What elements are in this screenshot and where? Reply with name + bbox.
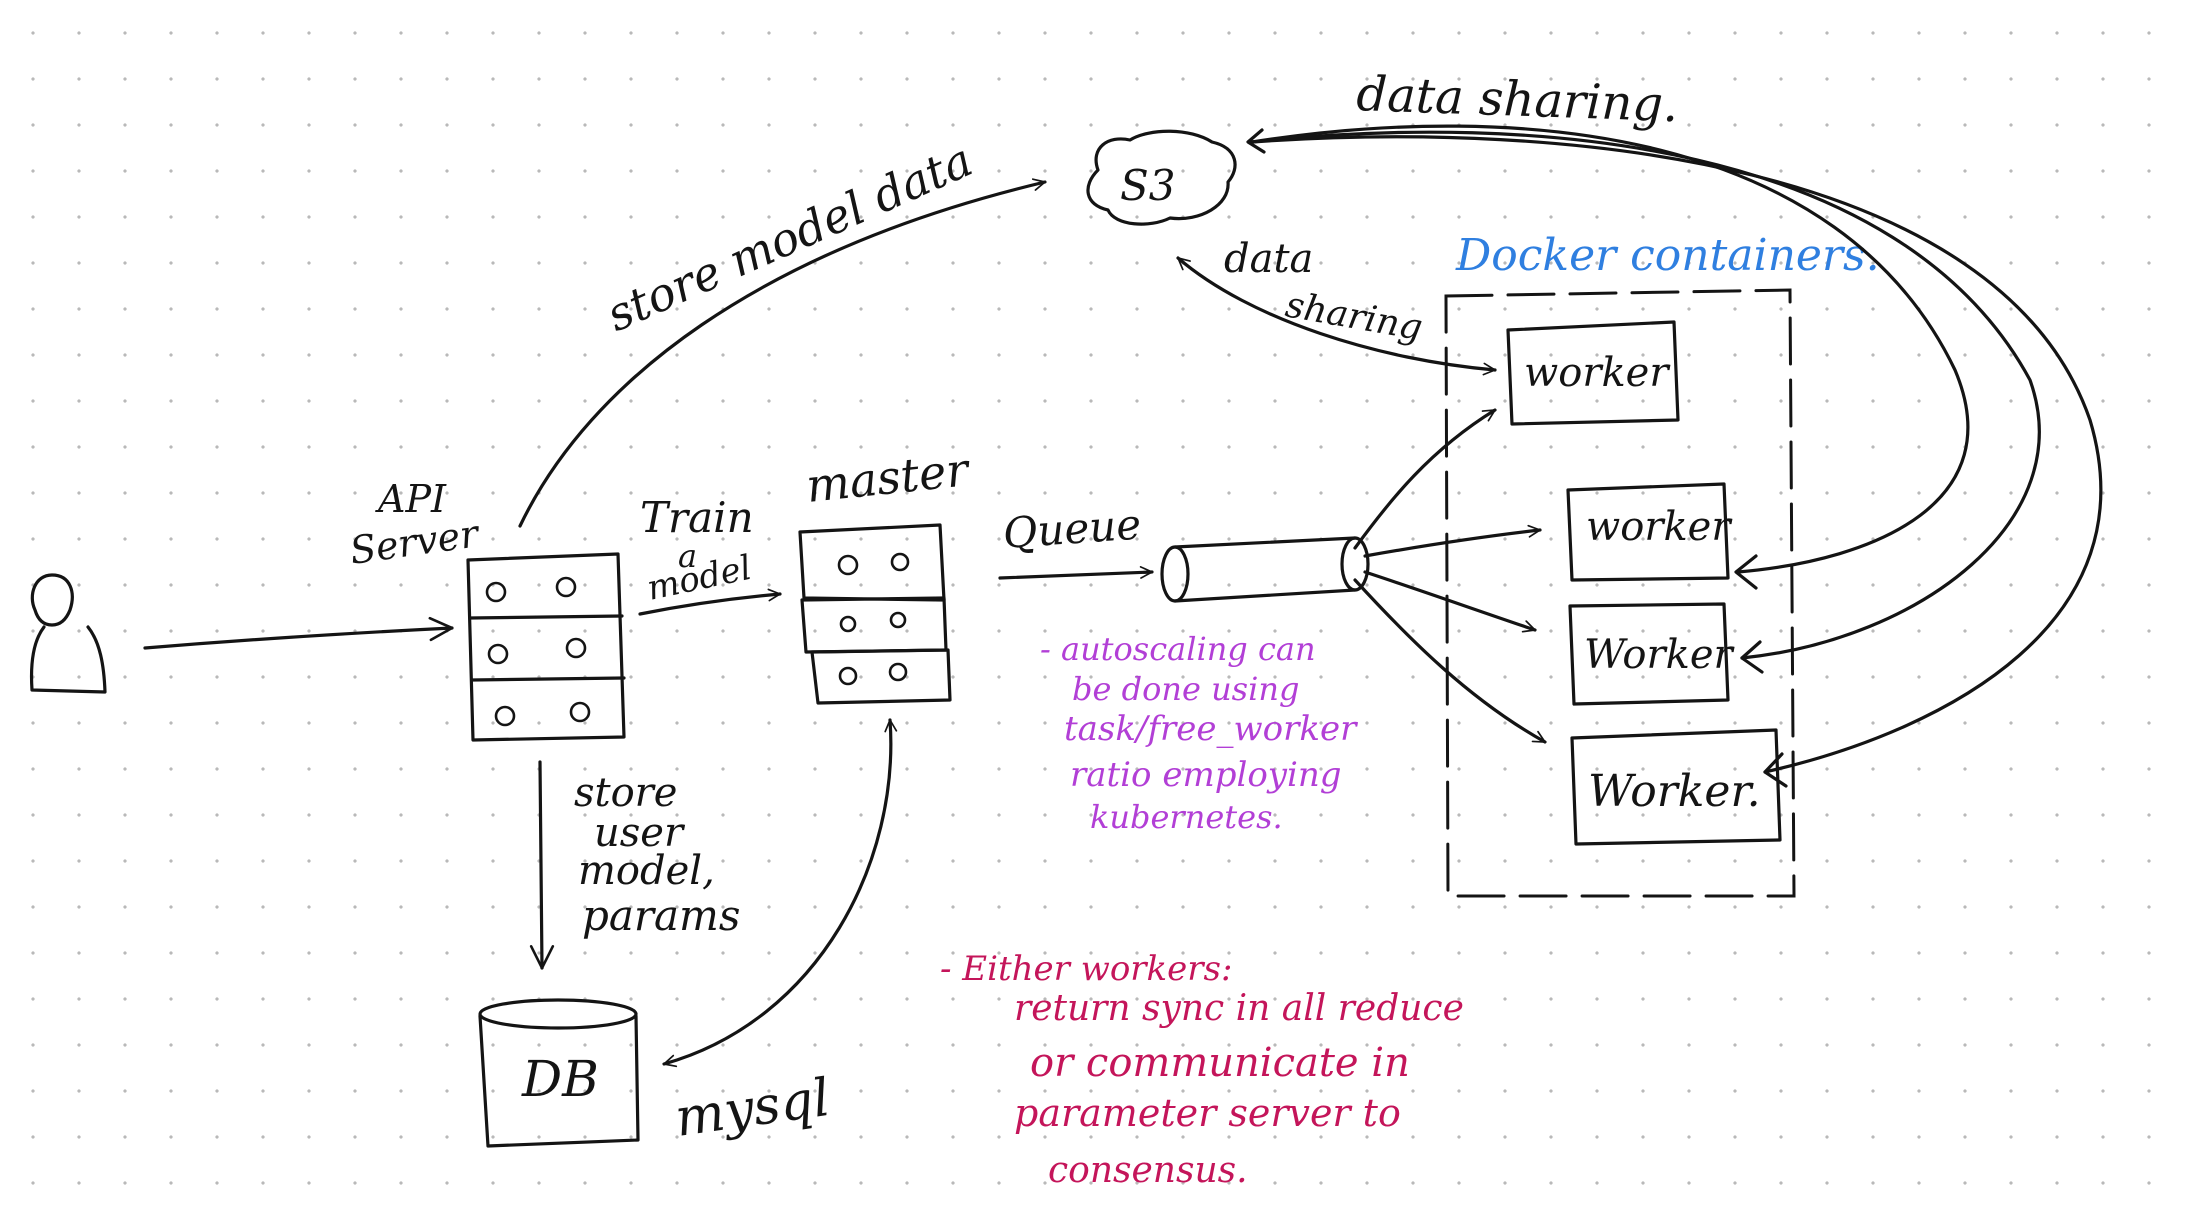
workers-sync-note: - Either workers: return sync in all red… (940, 949, 1464, 1191)
sync-line-3: or communicate in (1030, 1040, 1410, 1086)
autoscaling-line-5: kubernetes. (1090, 798, 1283, 836)
master-to-queue-arrow (998, 566, 1154, 580)
api-to-db-arrow (529, 760, 555, 970)
s3-label: S3 (1120, 161, 1176, 210)
autoscaling-note: - autoscaling can be done using task/fre… (1040, 630, 1358, 836)
mysql-label: mysql (671, 1068, 833, 1149)
data-sharing-top-label: data sharing. (1356, 66, 1680, 133)
master-rack (798, 523, 952, 705)
worker-label-4: Worker. (1588, 766, 1761, 817)
store-model-data-label: store model data (599, 133, 981, 342)
params-label: params (582, 891, 740, 940)
autoscaling-line-1: - autoscaling can (1040, 630, 1316, 668)
queue-to-worker-2-arrow (1363, 524, 1542, 558)
user-to-api-arrow (143, 616, 454, 650)
api-server-rack (466, 552, 626, 742)
api-to-s3-arrow (518, 178, 1047, 528)
data-sharing-side-data-label: data (1224, 236, 1313, 282)
store-label: store (574, 770, 677, 816)
sync-line-2: return sync in all reduce (1014, 988, 1464, 1029)
user-icon (29, 573, 107, 694)
api-label: API (375, 477, 447, 521)
s3-worker-1-arrow (1176, 256, 1497, 376)
sync-line-1: - Either workers: (940, 949, 1232, 989)
autoscaling-line-4: ratio employing (1070, 755, 1342, 795)
train-label: Train (640, 493, 754, 542)
queue-to-worker-1-arrow (1353, 408, 1497, 550)
api-to-master-arrow (638, 588, 782, 616)
master-label: master (804, 442, 974, 513)
worker-label-2: worker (1586, 504, 1733, 550)
train-a-label: a (678, 537, 697, 575)
queue-label: Queue (1001, 499, 1142, 558)
master-db-arrow (662, 718, 898, 1068)
data-sharing-side-sharing-label: sharing (1282, 284, 1425, 348)
docker-containers-label: Docker containers. (1455, 230, 1880, 281)
db-label: DB (521, 1050, 599, 1108)
model-label: model, (578, 848, 715, 894)
queue-to-worker-3-arrow (1363, 570, 1537, 633)
worker-label-3: Worker (1584, 632, 1736, 678)
server-label: Server (347, 511, 483, 573)
worker-box-2: worker (1566, 482, 1733, 582)
s3-worker-sharing-curves (1246, 124, 2103, 788)
autoscaling-line-3: task/free_worker (1064, 709, 1358, 749)
worker-label-1: worker (1524, 350, 1671, 396)
worker-box-4: Worker. (1570, 728, 1782, 846)
autoscaling-line-2: be done using (1072, 670, 1299, 708)
sync-line-4: parameter server to (1014, 1091, 1401, 1135)
sync-line-5: consensus. (1048, 1150, 1248, 1191)
worker-box-1: worker (1506, 320, 1680, 426)
db-cylinder (478, 998, 640, 1148)
worker-box-3: Worker (1568, 602, 1736, 706)
queue-to-worker-4-arrow (1353, 578, 1547, 744)
s3-cloud: S3 (1086, 129, 1237, 226)
docker-container-boundary (1444, 288, 1796, 898)
queue-cylinder (1160, 536, 1370, 603)
